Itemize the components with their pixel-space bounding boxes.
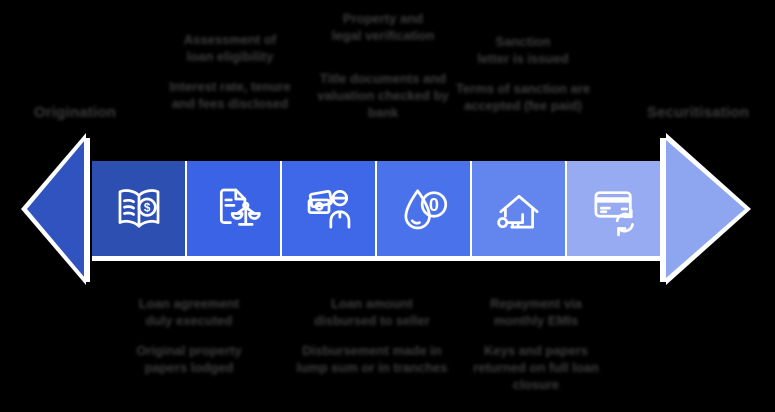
text-line: Assessment of xyxy=(183,32,277,47)
svg-text:0: 0 xyxy=(428,194,438,214)
svg-text:$: $ xyxy=(143,201,150,214)
text-line: bank xyxy=(367,105,399,120)
text-line: legal verification xyxy=(331,28,435,43)
right-separator xyxy=(660,138,666,282)
step-note: Interest rate, tenure and fees disclosed xyxy=(152,78,308,112)
text-line: Loan amount xyxy=(331,296,413,311)
zero-drop-icon: 0 xyxy=(404,189,447,229)
step-square-5 xyxy=(472,161,565,256)
right-arrowhead xyxy=(666,140,745,278)
text-line: Property and xyxy=(342,11,424,26)
left-arrowhead xyxy=(27,140,85,278)
text-line: Keys and papers xyxy=(483,343,589,358)
card-renewal-icon xyxy=(594,190,634,236)
step-note: Loan amount disbursed to seller xyxy=(294,295,450,329)
text-line: Original property xyxy=(136,343,242,358)
text-line: papers lodged xyxy=(144,360,234,375)
legal-scales-document-icon xyxy=(219,188,261,226)
top-annotation-2: Property and legal verification Title doc… xyxy=(305,10,461,121)
step-note: Property and legal verification xyxy=(305,10,461,44)
text-line: Terms of sanction are xyxy=(455,81,591,96)
step-square-4: 0 xyxy=(377,161,470,256)
top-annotation-3: Sanction letter is issued Terms of sancti… xyxy=(445,33,601,114)
text-line: monthly EMIs xyxy=(493,313,579,328)
step-note: Assessment of loan eligibility xyxy=(152,31,308,65)
bottom-annotation-2: Loan amount disbursed to seller Disbursem… xyxy=(294,295,450,376)
text-line: letter is issued xyxy=(477,51,569,66)
house-key-icon xyxy=(496,194,538,228)
text-line: closure xyxy=(512,377,560,392)
text-line: Title documents and xyxy=(319,71,447,86)
top-annotation-1: Assessment of loan eligibility Interest r… xyxy=(152,31,308,112)
left-end-label: Origination xyxy=(33,104,117,121)
text-line: Interest rate, tenure xyxy=(169,79,291,94)
step-note: Terms of sanction are accepted (fee paid) xyxy=(445,80,601,114)
step-note: Sanction letter is issued xyxy=(445,33,601,67)
process-bar: $ xyxy=(92,161,660,261)
text-line: duly executed xyxy=(145,313,233,328)
text-line: returned on full loan xyxy=(473,360,599,375)
bottom-annotation-3: Repayment via monthly EMIs Keys and paper… xyxy=(458,295,614,393)
salary-person-icon xyxy=(307,189,350,228)
text-line: valuation checked by xyxy=(317,88,449,103)
step-note: Title documents and valuation checked by b… xyxy=(305,70,461,121)
text-line: accepted (fee paid) xyxy=(464,98,582,113)
bottom-annotation-1: Loan agreement duly executed Original pro… xyxy=(111,295,267,376)
text-line: disbursed to seller xyxy=(314,313,430,328)
step-note: Original property papers lodged xyxy=(111,342,267,376)
left-separator xyxy=(84,138,90,282)
right-end-label: Securitisation xyxy=(647,104,749,121)
step-note: Loan agreement duly executed xyxy=(111,295,267,329)
text-line: loan eligibility xyxy=(186,49,274,64)
text-line: lump sum or in tranches xyxy=(296,360,448,375)
price-book-icon: $ xyxy=(118,188,159,228)
step-square-3 xyxy=(282,161,375,256)
text-line: Repayment via xyxy=(490,296,582,311)
step-square-1: $ xyxy=(92,161,185,256)
text-line: Loan agreement xyxy=(138,296,240,311)
text-line: and fees disclosed xyxy=(171,96,289,111)
step-square-6 xyxy=(567,161,660,256)
step-square-2 xyxy=(187,161,280,256)
text-line: Disbursement made in xyxy=(302,343,442,358)
step-note: Keys and papers returned on full loan clos… xyxy=(458,342,614,393)
step-note: Disbursement made in lump sum or in tranc… xyxy=(294,342,450,376)
step-note: Repayment via monthly EMIs xyxy=(458,295,614,329)
text-line: Sanction xyxy=(495,34,551,49)
